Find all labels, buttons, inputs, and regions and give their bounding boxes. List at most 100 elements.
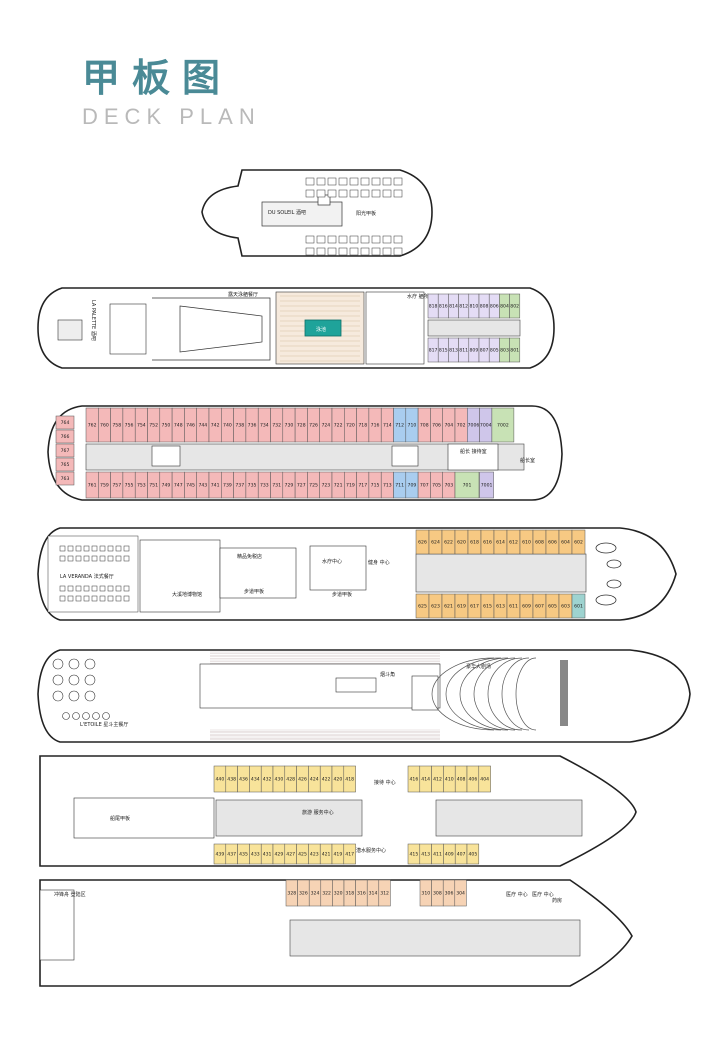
deck3-pharmacy: 药房 <box>552 897 562 904</box>
round-table <box>92 712 100 720</box>
cabin-number: 438 <box>227 777 236 783</box>
table <box>115 585 122 592</box>
sunbed <box>338 247 348 256</box>
cabin-number: 726 <box>309 423 318 429</box>
sunbed <box>371 177 381 186</box>
table <box>67 595 74 602</box>
round-table <box>68 690 80 702</box>
table <box>67 555 74 562</box>
cabin-number: 750 <box>162 423 171 429</box>
cabin-number: 411 <box>433 852 442 858</box>
cabin-number: 733 <box>260 483 269 489</box>
cabin-number: 720 <box>346 423 355 429</box>
cabin-number: 810 <box>470 304 479 310</box>
deck6-boutique: 精品免税店 <box>237 553 262 560</box>
cabin-number: 757 <box>112 483 121 489</box>
cabin-number: 704 <box>444 423 453 429</box>
cabin-number: 420 <box>334 777 343 783</box>
pool <box>304 319 342 337</box>
cabin-number: 702 <box>457 423 466 429</box>
cabin-number: 607 <box>535 604 544 610</box>
cabin-404 <box>478 765 491 793</box>
cabin-number: 430 <box>275 777 284 783</box>
cabin-number: 308 <box>433 891 442 897</box>
sunbed <box>338 235 348 244</box>
cabin-number: 406 <box>469 777 478 783</box>
cabin-764 <box>55 415 75 430</box>
cabin-number: 737 <box>235 483 244 489</box>
cabin-number: 613 <box>496 604 505 610</box>
cabin-number: 619 <box>457 604 466 610</box>
cabin-number: 706 <box>432 423 441 429</box>
page-title: 甲板图 <box>82 56 233 100</box>
table <box>99 585 106 592</box>
cabin-number: 324 <box>311 891 320 897</box>
cabin-number: 753 <box>137 483 146 489</box>
cabin-802 <box>509 293 521 319</box>
sunbed <box>338 189 348 198</box>
cabin-number: 7006 <box>468 423 480 429</box>
deck6-spa: 水疗中心 <box>322 558 342 565</box>
sunbed <box>327 189 337 198</box>
table <box>59 585 66 592</box>
table <box>123 545 130 552</box>
sunbed <box>382 177 392 186</box>
page-subtitle: DECK PLAN <box>82 104 261 129</box>
sunbed <box>371 189 381 198</box>
sunbed <box>305 247 315 256</box>
cabin-number: 816 <box>439 304 448 310</box>
cabin-number: 748 <box>174 423 183 429</box>
cabin-number: 805 <box>490 348 499 354</box>
cabin-number: 804 <box>500 304 509 310</box>
deck-5-plan: L'ETOILE 星斗主餐厅 烟斗角 豪华大剧场 <box>37 649 691 743</box>
cabin-number: 429 <box>275 852 284 858</box>
sunbed <box>327 247 337 256</box>
deck5-restaurant: L'ETOILE 星斗主餐厅 <box>80 721 128 728</box>
cabin-number: 707 <box>420 483 429 489</box>
cabin-number: 708 <box>420 423 429 429</box>
cabin-number: 767 <box>61 448 70 454</box>
sunbed <box>382 189 392 198</box>
theater-row <box>487 657 523 731</box>
table <box>123 555 130 562</box>
sunbed <box>393 177 403 186</box>
deck6-restaurant: LA VERANDA 法式餐厅 <box>60 573 114 580</box>
cabin-602 <box>571 529 586 555</box>
cabin-number: 721 <box>334 483 343 489</box>
cabin-number: 606 <box>548 540 557 546</box>
cabin-number: 601 <box>574 604 583 610</box>
table <box>67 585 74 592</box>
cabin-number: 763 <box>61 476 70 482</box>
cabin-number: 414 <box>421 777 430 783</box>
cabin-number: 304 <box>456 891 465 897</box>
table <box>99 595 106 602</box>
table <box>91 545 98 552</box>
cabin-number: 703 <box>444 483 453 489</box>
cabin-number: 740 <box>223 423 232 429</box>
cabin-number: 811 <box>459 348 468 354</box>
deck4-dive-center: 潜水服务中心 <box>356 847 386 854</box>
theater-row <box>473 657 516 731</box>
cabin-number: 807 <box>480 348 489 354</box>
cabin-number: 312 <box>380 891 389 897</box>
cabin-number: 419 <box>334 852 343 858</box>
cabin-number: 806 <box>490 304 499 310</box>
cabin-number: 604 <box>561 540 570 546</box>
cabin-number: 439 <box>216 852 225 858</box>
sunbed <box>360 235 370 244</box>
sunbed <box>349 177 359 186</box>
table <box>75 555 82 562</box>
cabin-number: 727 <box>297 483 306 489</box>
table <box>83 555 90 562</box>
cabin-417 <box>343 843 356 865</box>
cabin-number: 605 <box>548 604 557 610</box>
cabin-number: 602 <box>574 540 583 546</box>
cabin-number: 427 <box>286 852 295 858</box>
sunbed <box>382 235 392 244</box>
deck3-medical-2: 医疗 中心 <box>532 891 554 898</box>
theater-row <box>459 657 509 731</box>
sunbed <box>382 247 392 256</box>
cabin-number: 809 <box>470 348 479 354</box>
theater-row <box>515 657 537 731</box>
deck9-sun-deck: 阳光甲板 <box>356 210 376 217</box>
